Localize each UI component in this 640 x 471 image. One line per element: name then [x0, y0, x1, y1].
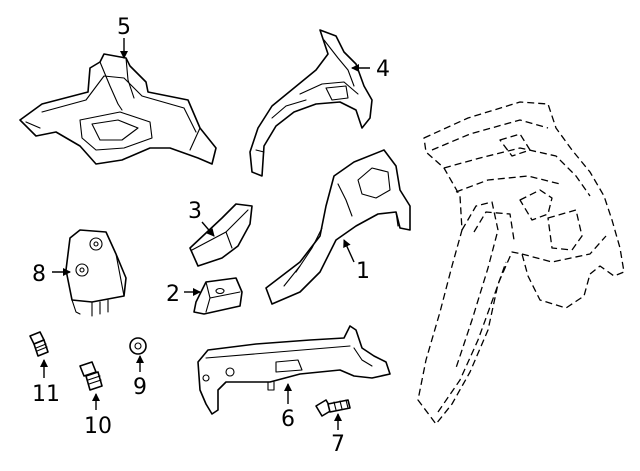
callout-8: 8: [32, 262, 46, 287]
part-8-plate: [65, 229, 127, 317]
leader-1: [343, 239, 355, 263]
nut-9: [129, 337, 147, 355]
callout-3: 3: [188, 199, 202, 224]
quarter-panel-reference-outline: [417, 101, 625, 425]
bolt-7: [315, 399, 351, 417]
part-1-wheelhouse-outer: [265, 149, 411, 305]
callout-4: 4: [376, 57, 390, 82]
part-2-block: [193, 277, 243, 315]
leader-lines: [40, 38, 370, 430]
part-6-rail-bracket: [197, 325, 391, 415]
part-3-bracket: [189, 203, 253, 267]
callout-7: 7: [331, 432, 345, 457]
part-4-upper-reinforcement: [249, 29, 373, 177]
callout-6: 6: [281, 407, 295, 432]
leader-3: [201, 221, 215, 237]
callout-9: 9: [133, 375, 147, 400]
callout-labels: 1 2 3 4 5 6 7 8 9 10 11: [32, 15, 390, 457]
callout-5: 5: [117, 15, 131, 40]
bolt-10: [79, 361, 103, 391]
part-5-wheelhouse-inner: [19, 53, 217, 165]
callout-2: 2: [166, 282, 180, 307]
callout-11: 11: [32, 382, 60, 407]
bolt-11: [29, 331, 49, 357]
callout-10: 10: [84, 414, 112, 439]
callout-1: 1: [356, 259, 370, 284]
